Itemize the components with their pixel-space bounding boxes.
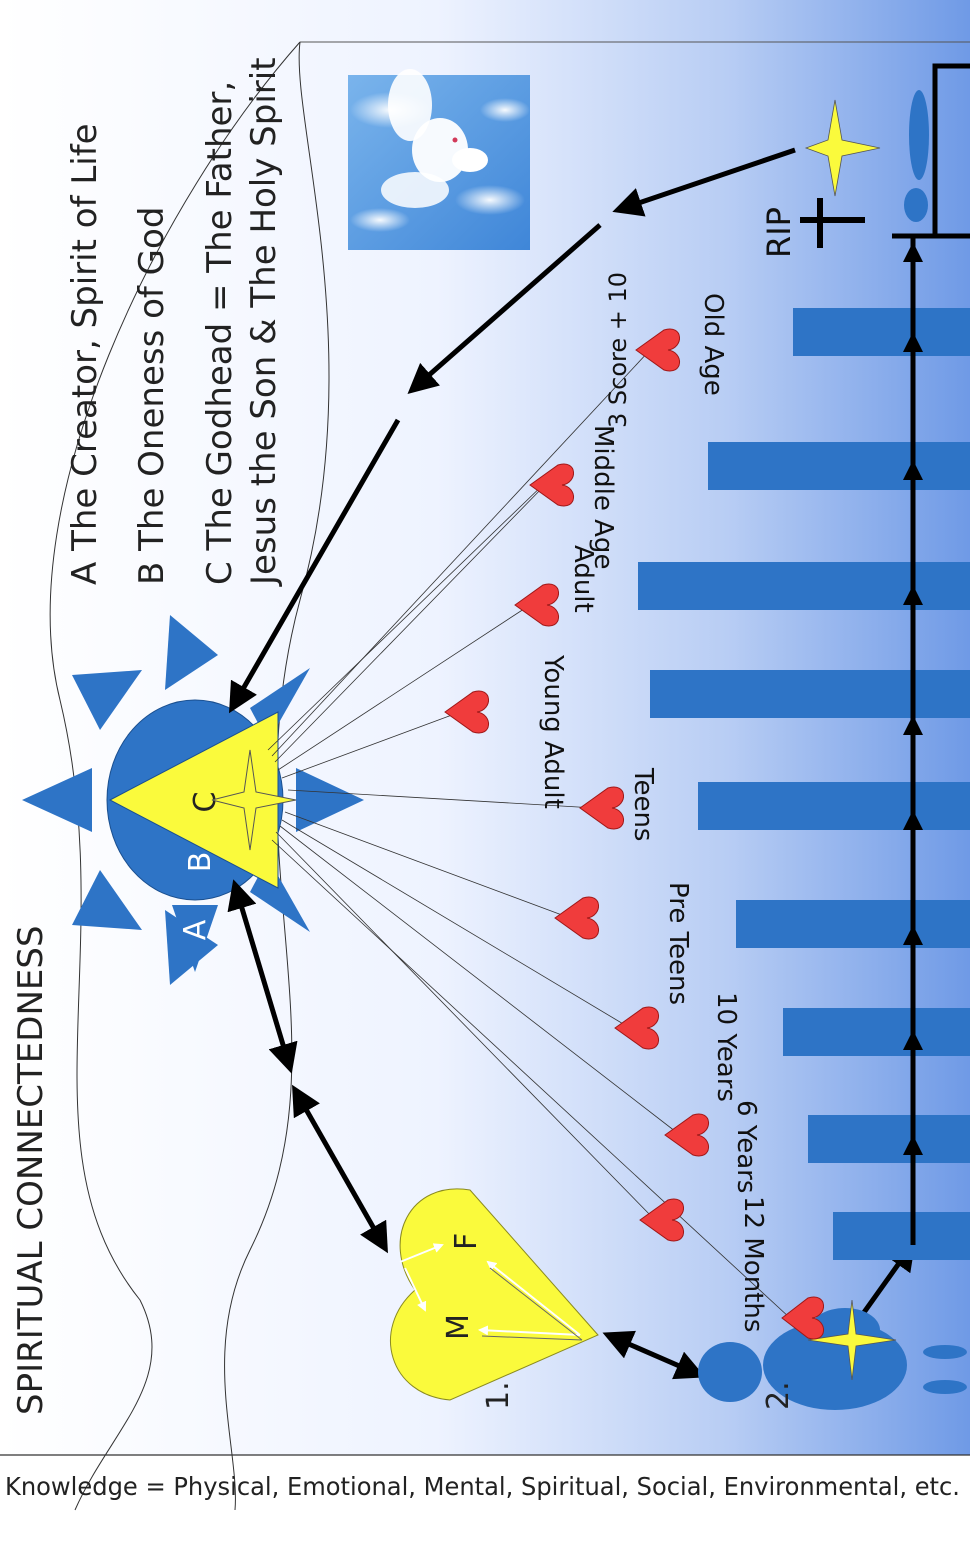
arrow-to-god	[229, 418, 401, 714]
stage-label-middle-age: Middle Age	[588, 425, 618, 569]
stage-bar-pre-teens	[736, 900, 970, 948]
arrow-child-heart	[292, 1084, 388, 1254]
stage-label-old-age: Old Age	[698, 293, 728, 396]
stage-label-pre-teens: Pre Teens	[663, 882, 693, 1005]
stage-bar-young-adult	[650, 670, 970, 718]
footer-knowledge: Knowledge = Physical, Emotional, Mental,…	[5, 1472, 960, 1501]
heart-label-f: F	[449, 1233, 484, 1250]
heart-icon	[664, 1113, 709, 1157]
timeline	[903, 238, 923, 1245]
page-title: SPIRITUAL CONNECTEDNESS	[11, 925, 51, 1415]
stage-bar-6-years	[808, 1115, 970, 1163]
heart-icon	[514, 583, 559, 627]
body-head	[904, 188, 928, 222]
ray	[165, 615, 218, 690]
ray	[72, 870, 142, 930]
stage-labels: 12 Months 6 Years 10 Years Pre Teens Tee…	[538, 293, 768, 1332]
circle-label-c: C	[188, 792, 223, 813]
baby-figure	[698, 1299, 967, 1410]
spirit-arrows	[227, 147, 916, 1380]
connector-lines	[267, 349, 791, 1319]
grave: RIP	[760, 63, 970, 258]
arrow-god-child	[227, 879, 298, 1074]
wave-curve-left	[49, 41, 301, 1511]
diagram-number-2: 2.	[761, 1381, 796, 1410]
stage-label-6-years: 6 Years	[731, 1100, 761, 1193]
baby-foot	[923, 1380, 967, 1394]
stage-bar-12-months	[833, 1212, 970, 1260]
heart-icon	[639, 1198, 684, 1242]
stage-label-adult: Adult	[568, 545, 598, 613]
ray	[72, 670, 142, 730]
heart-icon	[635, 328, 680, 372]
arrow-heart-baby	[602, 1330, 706, 1380]
lifespan-note: 3 Score + 10	[604, 272, 632, 428]
key-b: B The Oneness of God	[132, 207, 172, 585]
heart-icon	[554, 896, 599, 940]
heart-icon	[444, 690, 489, 734]
ray	[172, 905, 218, 972]
stage-bar-old-age	[793, 308, 970, 356]
ray	[296, 768, 364, 832]
wave-curve-right	[224, 41, 330, 1511]
godhead-symbol: A B C	[22, 615, 364, 985]
heart-icon	[614, 1006, 659, 1050]
stage-label-10-years: 10 Years	[711, 992, 741, 1102]
arrow-to-dove	[612, 147, 796, 217]
ray	[22, 768, 92, 832]
star-icon	[211, 749, 297, 851]
arrow-up	[407, 223, 602, 394]
circle-label-a: A	[178, 919, 213, 940]
stage-label-teens: Teens	[628, 767, 658, 841]
family-heart: M F	[390, 1188, 599, 1401]
stage-bar-10-years	[783, 1008, 970, 1056]
heart-icon	[781, 1296, 824, 1340]
circle-label-b: B	[183, 852, 218, 873]
rip-label: RIP	[760, 207, 798, 258]
diagram-number-1: 1.	[481, 1381, 516, 1410]
body-torso	[909, 90, 929, 180]
heart-label-m: M	[441, 1314, 476, 1340]
star-icon	[807, 1299, 897, 1381]
stage-label-young-adult: Young Adult	[538, 654, 568, 809]
key-c-line1: C The Godhead = The Father,	[200, 81, 240, 585]
key-a: A The Creator, Spirit of Life	[65, 123, 105, 585]
star-icon	[804, 99, 881, 197]
dove-image	[348, 69, 530, 250]
baby-foot	[923, 1345, 967, 1359]
stage-bar-middle-age	[708, 442, 970, 490]
stage-label-12-months: 12 Months	[738, 1196, 768, 1332]
legend-key: A The Creator, Spirit of Life B The Onen…	[65, 57, 284, 587]
heart-icon	[579, 786, 624, 830]
grave-icon	[932, 63, 970, 236]
timeline-arrowheads	[903, 242, 923, 1155]
baby-head	[698, 1342, 762, 1402]
stage-bar-teens	[698, 782, 970, 830]
heart-icon	[529, 463, 574, 507]
key-c-line2: Jesus the Son & The Holy Spirit	[244, 57, 284, 587]
stage-hearts	[444, 328, 824, 1340]
